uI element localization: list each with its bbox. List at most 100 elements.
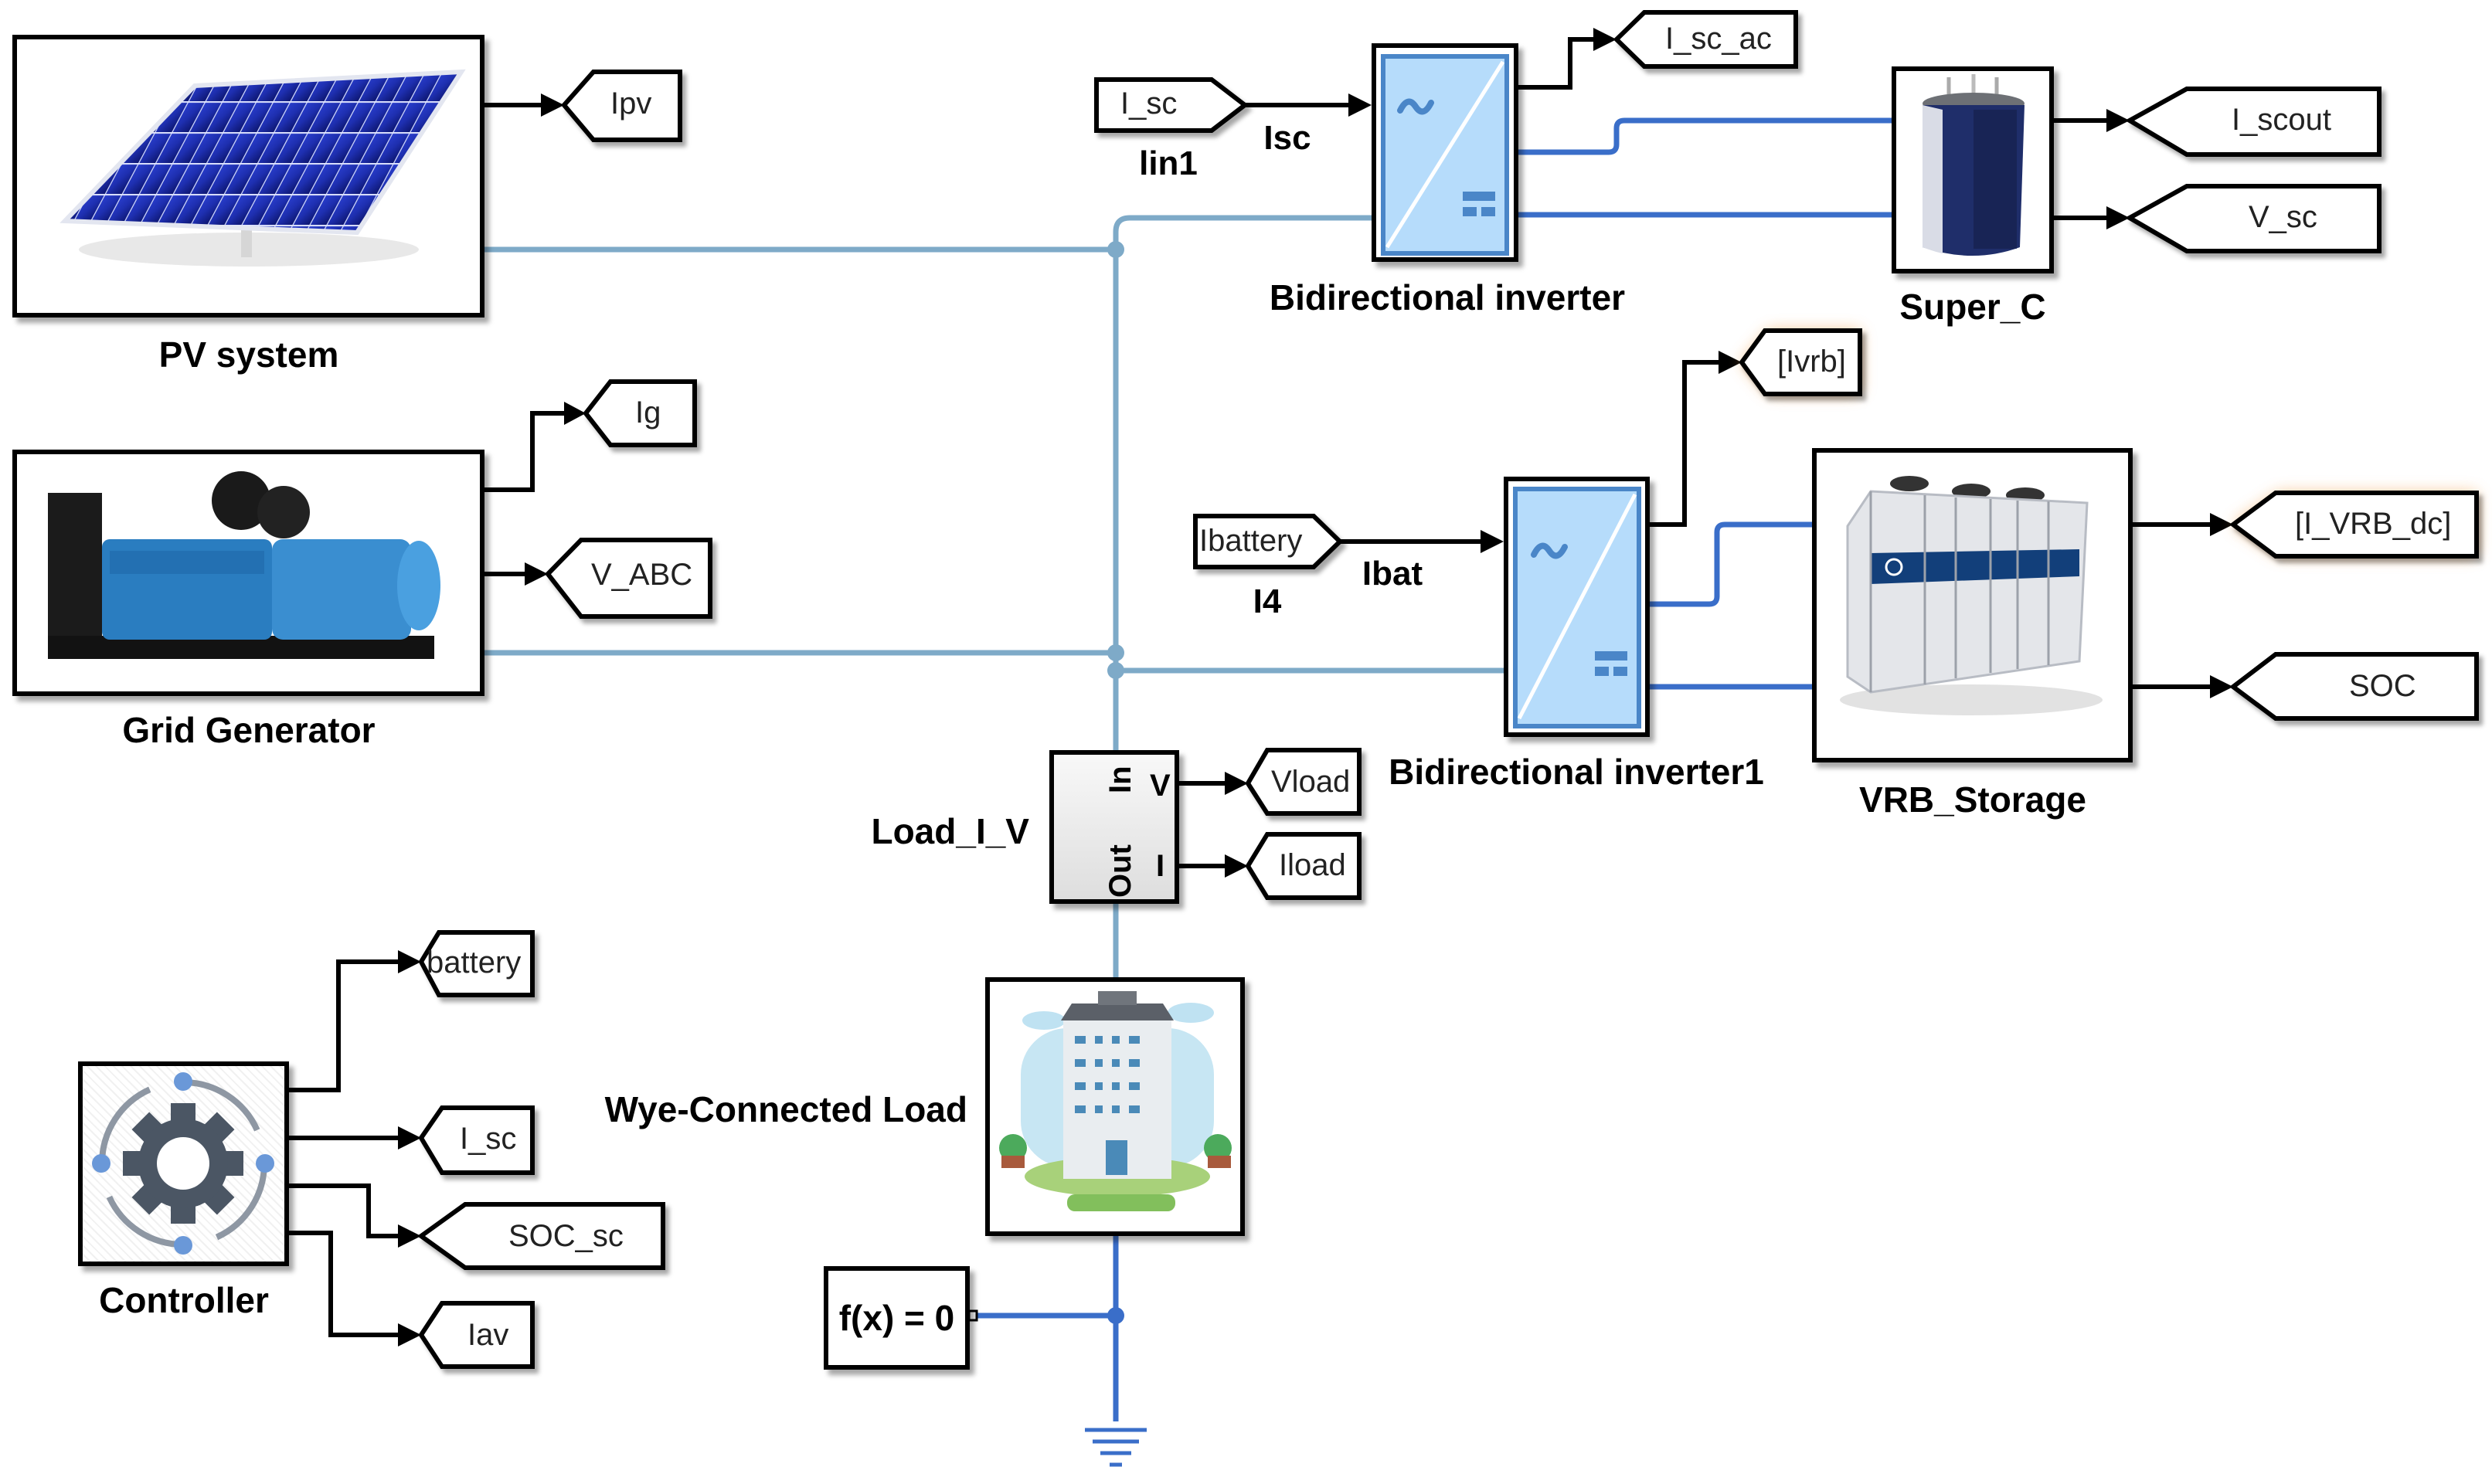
arrowhead [1593, 28, 1617, 51]
vrb-storage-label: VRB_Storage [1859, 779, 2086, 820]
super-c-block[interactable] [1892, 66, 2054, 273]
from-lin1[interactable] [1094, 77, 1249, 133]
isc-signal-label: Isc [1263, 119, 1311, 157]
controller-block[interactable] [78, 1061, 289, 1266]
goto-battery[interactable] [418, 930, 535, 997]
grid-generator-label: Grid Generator [122, 710, 376, 750]
junction-dot [1107, 241, 1124, 258]
goto-iav[interactable] [418, 1301, 535, 1369]
lin1-block-name: lin1 [1139, 144, 1198, 182]
arrowhead [398, 1126, 421, 1150]
goto-iscout[interactable] [2124, 87, 2382, 157]
inverter-vrb-dc-pos-wire[interactable] [1650, 521, 1812, 607]
goto-isc-text: I_sc [460, 1122, 517, 1156]
pv-system-block[interactable] [12, 35, 484, 318]
arrowhead [398, 1323, 421, 1346]
goto-isc[interactable] [418, 1105, 535, 1175]
arrowhead [2106, 206, 2130, 229]
wye-connected-load-block[interactable] [985, 977, 1245, 1236]
from-i4[interactable] [1193, 514, 1344, 569]
goto-isc-ac-text: I_sc_ac [1665, 22, 1772, 56]
goto-vabc-text: V_ABC [591, 558, 693, 592]
goto-isc-ac[interactable] [1613, 10, 1798, 69]
goto-battery-text: battery [427, 946, 522, 980]
goto-vsc[interactable] [2124, 184, 2382, 253]
load-iv-label: Load_I_V [871, 811, 1029, 851]
arrowhead [564, 402, 586, 425]
grid-to-ig-wire[interactable] [484, 411, 564, 492]
arrowhead [2210, 675, 2233, 698]
goto-socsc[interactable] [416, 1202, 665, 1270]
goto-iscout-text: I_scout [2232, 103, 2331, 137]
goto-soc[interactable] [2229, 652, 2479, 721]
arrowhead [398, 1224, 421, 1248]
generator-icon [48, 471, 440, 659]
junction-dot [1107, 662, 1124, 679]
ibat-signal-label: Ibat [1362, 555, 1423, 593]
arrowhead [541, 93, 564, 117]
goto-ivrb[interactable] [1739, 328, 1862, 396]
goto-ipv-text: Ipv [610, 87, 652, 121]
vrb-storage-block[interactable] [1812, 448, 2133, 762]
junction-dot [1107, 1307, 1124, 1324]
inverter-sc-icon [1381, 54, 1509, 256]
ac-wave-icon [1531, 542, 1568, 559]
from-i4-text: Ibattery [1199, 524, 1303, 558]
goto-ivrb-text: [Ivrb] [1777, 345, 1846, 379]
port-in-label: In [1103, 766, 1137, 793]
ground-icon [1085, 1428, 1147, 1467]
goto-vload[interactable] [1245, 748, 1362, 816]
goto-iload[interactable] [1245, 832, 1362, 900]
pv-system-label: PV system [158, 334, 339, 375]
goto-iav-text: Iav [467, 1318, 509, 1352]
ctrl-to-socsc-wire[interactable] [289, 1183, 408, 1238]
inverter1-to-ivrb-wire[interactable] [1650, 360, 1729, 527]
wye-connected-load-label: Wye-Connected Load [604, 1089, 967, 1129]
inverter-to-isc-ac-wire[interactable] [1518, 37, 1603, 90]
bidirectional-inverter-block[interactable] [1372, 43, 1518, 262]
port-out-label: Out [1103, 844, 1137, 898]
inverter-vrb-icon [1513, 487, 1641, 728]
from-lin1-text: I_sc [1120, 87, 1178, 121]
arrowheads [398, 28, 2233, 1346]
ctrl-to-battery-wire[interactable] [289, 959, 408, 1092]
goto-ivrb-dc-text: [I_VRB_dc] [2295, 507, 2452, 541]
bus-vertical-wire[interactable] [1113, 215, 1375, 750]
ac-bus [484, 215, 1507, 977]
vrb-cabinet-icon [1840, 476, 2103, 715]
goto-ig-text: Ig [635, 396, 661, 430]
port-i-label: I [1156, 849, 1165, 883]
grid-generator-block[interactable] [12, 450, 484, 696]
goto-ivrb-dc[interactable] [2229, 491, 2479, 559]
bidirectional-inverter1-label: Bidirectional inverter1 [1389, 752, 1764, 792]
port-v-label: V [1150, 769, 1171, 803]
goto-vload-text: Vload [1271, 765, 1351, 799]
gear-cycle-icon [92, 1072, 274, 1255]
controller-label: Controller [99, 1280, 269, 1320]
junction-dot [1107, 644, 1124, 661]
arrowhead [1719, 351, 1742, 374]
goto-vabc[interactable] [545, 538, 712, 619]
bidirectional-inverter1-block[interactable] [1504, 477, 1650, 737]
goto-ipv[interactable] [561, 70, 682, 142]
solver-configuration-block[interactable]: f(x) = 0 [824, 1266, 970, 1370]
dc-symbol-icon [1595, 651, 1627, 660]
load-iv-block[interactable]: In V Out I [1049, 750, 1179, 904]
ac-wave-icon [1397, 98, 1434, 115]
goto-vsc-text: V_sc [2249, 200, 2317, 234]
inverter-sc-dc-pos-wire[interactable] [1518, 117, 1892, 155]
i4-block-name: I4 [1253, 582, 1282, 620]
arrowhead [2210, 513, 2233, 536]
super-c-label: Super_C [1899, 287, 2046, 327]
arrowhead [525, 562, 548, 586]
arrowhead [1348, 93, 1372, 117]
arrowhead [1481, 530, 1504, 553]
solar-panel-icon [59, 69, 466, 267]
ctrl-to-iav-wire[interactable] [289, 1231, 408, 1337]
goto-ig[interactable] [583, 379, 697, 447]
goto-socsc-text: SOC_sc [508, 1219, 624, 1253]
arrowhead [1225, 772, 1248, 795]
goto-iload-text: Iload [1279, 848, 1346, 882]
arrowhead [1225, 854, 1248, 878]
goto-soc-text: SOC [2349, 669, 2416, 703]
